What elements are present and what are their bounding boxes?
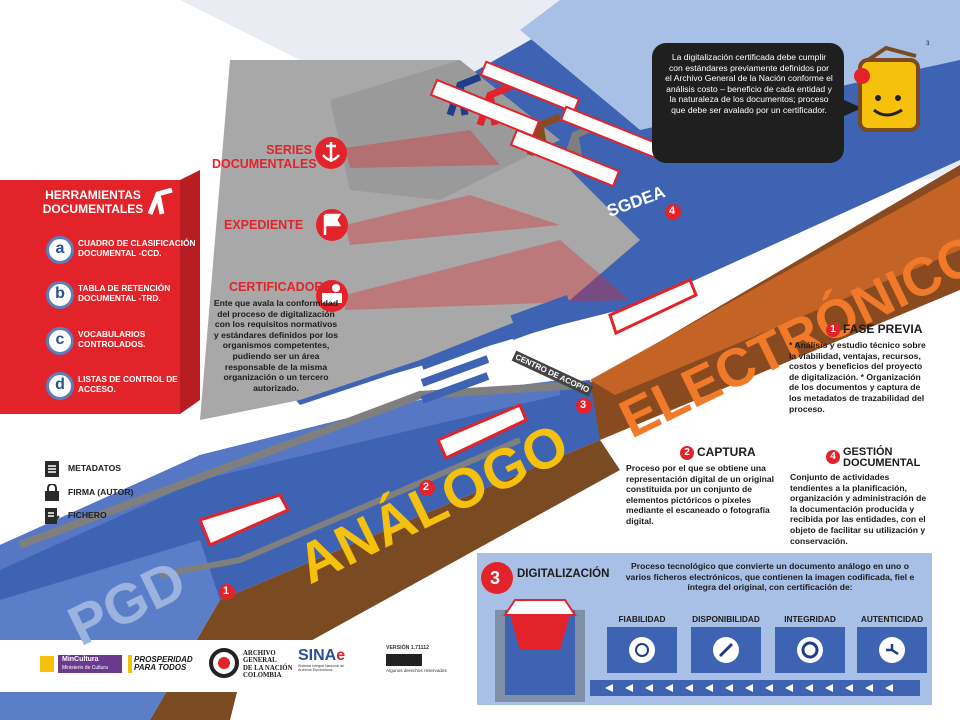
label-badges — [315, 137, 348, 312]
herramientas-panel-bg — [0, 180, 180, 414]
canal-edge — [0, 380, 560, 570]
cc-license: Algunos derechos reservados — [386, 668, 447, 673]
captura-number: 2 — [680, 445, 694, 460]
expediente-title: EXPEDIENTE — [224, 218, 304, 232]
criteria-boxes — [607, 627, 927, 673]
tool-item-acceso: d LISTAS DE CONTROL DE ACCESO. — [46, 372, 196, 406]
tool-letter-b: b — [46, 281, 74, 309]
digitalizacion-number-badge — [481, 562, 513, 594]
track-number-4: 4 — [669, 205, 676, 217]
gestion-number: 4 — [826, 450, 840, 464]
legend-text-metadatos: METADATOS — [68, 463, 121, 473]
captura-text: Proceso por el que se obtiene una repres… — [626, 463, 775, 526]
tool-text-trd: TABLA DE RETENCIÓN DOCUMENTAL -TRD. — [78, 283, 171, 303]
track-number-3: 3 — [580, 399, 587, 411]
legend-metadatos: METADATOS — [44, 460, 121, 480]
document-lines-icon — [45, 461, 59, 477]
tool-text-ccd: CUADRO DE CLASIFICACIÓN DOCUMENTAL -CCD. — [78, 238, 196, 258]
criteria-fiabilidad: FIABILIDAD — [618, 614, 666, 624]
legend-text-fichero: FICHERO — [68, 510, 107, 520]
digitalizacion-number: 3 — [490, 568, 501, 588]
fase-previa-number: 1 — [826, 322, 840, 337]
track-number-2: 2 — [423, 481, 430, 493]
arrow-conveyor — [590, 680, 920, 696]
tool-letter-a: a — [46, 236, 74, 264]
tool-text-acceso: LISTAS DE CONTROL DE ACCESO. — [78, 374, 178, 394]
tool-item-vocabularios: c VOCABULARIOS CONTROLADOS. — [46, 327, 196, 361]
ships — [198, 278, 698, 548]
track-markers — [219, 204, 681, 600]
container-rows — [429, 60, 661, 188]
herramientas-icon — [146, 187, 176, 218]
corner-mark: ³ — [926, 40, 930, 51]
digitalizacion-title: DIGITALIZACIÓN — [517, 568, 610, 580]
legend-text-firma: FIRMA (AUTOR) — [68, 487, 134, 497]
fase-previa-text: * Análisis y estudio técnico sobre la vi… — [789, 340, 926, 414]
certificador-description: Ente que avala la conformidad del proces… — [213, 298, 339, 393]
dock-top-tier — [330, 60, 560, 200]
legend-fichero: FICHERO — [44, 507, 107, 527]
tool-letter-d: d — [46, 372, 74, 400]
document-pen-icon — [45, 508, 60, 524]
tool-item-trd: b TABLA DE RETENCIÓN DOCUMENTAL -TRD. — [46, 281, 196, 315]
certificador-title: CERTIFICADOR — [229, 280, 324, 294]
track-number-1: 1 — [223, 585, 230, 597]
criteria-autenticidad: AUTENTICIDAD — [860, 614, 924, 624]
dock-panels — [420, 294, 570, 404]
tool-text-vocabularios: VOCABULARIOS CONTROLADOS. — [78, 329, 146, 349]
gestion-text: Conjunto de actividades tendientes a la … — [790, 472, 927, 546]
speech-bubble-text: La digitalización certificada debe cumpl… — [665, 52, 833, 115]
sina-logo: SINAe Sistema Integral Nacional de Archi… — [298, 647, 346, 673]
criteria-integridad: INTEGRIDAD — [784, 614, 836, 624]
tool-letter-c: c — [46, 327, 74, 355]
electronico-band — [590, 175, 960, 395]
version-label: VERSIÓN 1.71112 — [386, 645, 429, 651]
certificador-ray — [345, 240, 630, 310]
mascot-icon — [854, 45, 920, 132]
speech-bubble-box — [652, 43, 844, 163]
legend-firma: FIRMA (AUTOR) — [44, 483, 133, 504]
lock-icon — [45, 483, 59, 501]
expediente-ray — [345, 195, 560, 245]
digitalizacion-text: Proceso tecnológico que convierte un doc… — [625, 561, 915, 593]
tool-item-ccd: a CUADRO DE CLASIFICACIÓN DOCUMENTAL -CC… — [46, 236, 196, 270]
criteria-disponibilidad: DISPONIBILIDAD — [692, 614, 760, 624]
series-ray — [345, 130, 500, 168]
